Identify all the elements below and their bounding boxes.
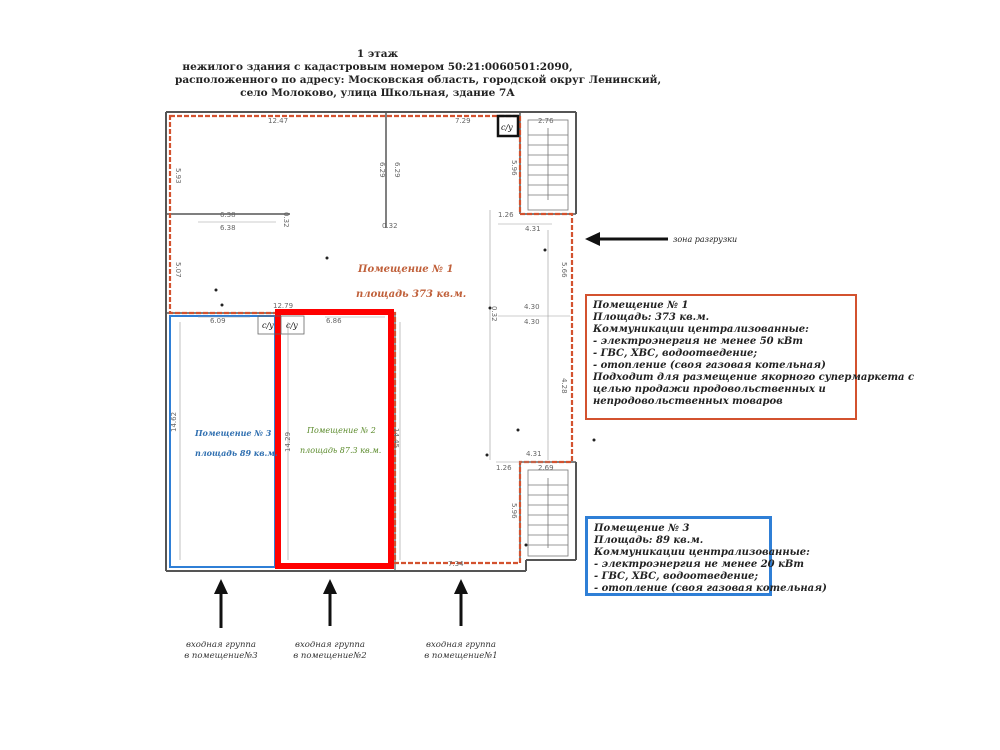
entry-room3-line-1: входная группа <box>186 640 256 650</box>
dim-6-38-a: 6.38 <box>220 211 236 219</box>
dim-6-86: 6.86 <box>326 317 342 325</box>
dim-4-30-a: 4.30 <box>524 303 540 311</box>
entry-arrow-room2 <box>323 579 337 626</box>
room2-highlight <box>275 309 394 569</box>
entry-arrow-room1 <box>454 579 468 626</box>
dim-5-07: 5.07 <box>174 262 182 278</box>
room3-info-line-4: - электроэнергия не менее 20 кВт <box>594 559 804 570</box>
room1-info-line-7: Подходит для размещение якорного суперма… <box>593 372 915 383</box>
entry-room1-line-1: входная группа <box>426 640 496 650</box>
room1-info-line-2: Площадь: 373 кв.м. <box>593 312 710 323</box>
dim-5-66: 5.66 <box>560 262 568 278</box>
room3-name: Помещение № 3 <box>194 428 272 438</box>
room1-name: Помещение № 1 <box>357 264 453 275</box>
dots <box>214 248 596 547</box>
room2-area: площадь 87.3 кв.м. <box>300 446 381 455</box>
room2-name: Помещение № 2 <box>306 426 376 435</box>
dim-12-47: 12.47 <box>268 117 288 125</box>
dim-14-29: 14.29 <box>284 432 292 452</box>
room1-area: площадь 373 кв.м. <box>356 289 466 300</box>
entry-room2-line-2: в помещение№2 <box>293 651 367 661</box>
title-line-3: расположенного по адресу: Московская обл… <box>175 74 662 86</box>
room3-outline <box>169 315 276 568</box>
dim-5-96-bottom: 5.96 <box>510 503 518 519</box>
dim-1-26-bottom: 1.26 <box>496 464 512 472</box>
entry-room2-line-1: входная группа <box>295 640 365 650</box>
dim-5-93: 5.93 <box>174 168 182 184</box>
dim-7-29: 7.29 <box>455 117 471 125</box>
dim-6-09: 6.09 <box>210 317 226 325</box>
entry-room1-line-2: в помещение№1 <box>424 651 498 661</box>
dim-6-38-b: 6.38 <box>220 224 236 232</box>
room1-info-box: Помещение № 1 Площадь: 373 кв.м. Коммуни… <box>585 294 915 420</box>
title-line-4: село Молоково, улица Школьная, здание 7А <box>240 87 515 99</box>
dim-0-32-a: 0.32 <box>282 212 290 228</box>
dim-4-28: 4.28 <box>560 378 568 394</box>
dim-7-34: 7.34 <box>448 560 464 568</box>
dim-0-32-c: 0.32 <box>490 306 498 322</box>
plan-title: 1 этаж нежилого здания с кадастровым ном… <box>175 48 662 100</box>
dim-0-32-b: 0.32 <box>382 222 398 230</box>
dim-12-79: 12.79 <box>273 302 293 310</box>
room1-info-line-5: - ГВС, ХВС, водоотведение; <box>593 348 758 359</box>
dim-14-62: 14.62 <box>170 412 178 432</box>
dim-6-29-a: 6.29 <box>378 162 386 178</box>
bathroom-label-mid-1: с/у <box>262 321 274 330</box>
bathroom-box-top <box>496 114 520 138</box>
title-line-2: нежилого здания с кадастровым номером 50… <box>182 61 573 73</box>
room3-info-line-1: Помещение № 3 <box>594 523 690 534</box>
dim-5-96-top: 5.96 <box>510 160 518 176</box>
dim-6-29-b: 6.29 <box>393 162 401 178</box>
dimension-lines <box>179 210 570 560</box>
room1-info-line-6: - отопление (своя газовая котельная) <box>593 360 826 371</box>
entry-label-room1: входная группа в помещение№1 <box>406 640 516 662</box>
room3-info-box: Помещение № 3 Площадь: 89 кв.м. Коммуник… <box>585 516 827 596</box>
room1-info-line-9: непродовольственных товаров <box>593 396 783 407</box>
dim-2-69: 2.69 <box>538 464 554 472</box>
staircase-top <box>527 119 569 211</box>
entry-label-room3: входная группа в помещение№3 <box>166 640 276 662</box>
unloading-arrow <box>585 232 668 246</box>
room1-outline <box>168 114 574 565</box>
entry-label-room2: входная группа в помещение№2 <box>275 640 385 662</box>
dim-4-31-bottom: 4.31 <box>526 450 542 458</box>
staircase-bottom <box>527 469 569 557</box>
room1-info-line-3: Коммуникации централизованные: <box>593 324 809 335</box>
room1-info-line-4: - электроэнергия не менее 50 кВт <box>593 336 803 347</box>
dim-4-31-top: 4.31 <box>525 225 541 233</box>
room3-info-line-2: Площадь: 89 кв.м. <box>594 535 704 546</box>
room3-info-line-6: - отопление (своя газовая котельная) <box>594 583 827 594</box>
title-line-1: 1 этаж <box>356 48 399 60</box>
entry-arrow-room3 <box>214 579 228 628</box>
room1-info-line-8: целью продажи продовольственных и <box>593 384 826 395</box>
dim-4-30-b: 4.30 <box>524 318 540 326</box>
bathroom-label-top: с/у <box>501 123 513 132</box>
room3-info-line-3: Коммуникации централизованные: <box>594 547 810 558</box>
dim-2-76: 2.76 <box>538 117 554 125</box>
dim-14-45: 14.45 <box>392 428 400 448</box>
dim-1-26-top: 1.26 <box>498 211 514 219</box>
unloading-zone-label: зона разгрузки <box>673 235 737 244</box>
room3-info-line-5: - ГВС, ХВС, водоотведение; <box>594 571 759 582</box>
entry-room3-line-2: в помещение№3 <box>184 651 258 661</box>
room3-area: площадь 89 кв.м. <box>195 448 278 458</box>
bathroom-label-mid-2: с/у <box>286 321 298 330</box>
room1-info-line-1: Помещение № 1 <box>593 300 689 311</box>
